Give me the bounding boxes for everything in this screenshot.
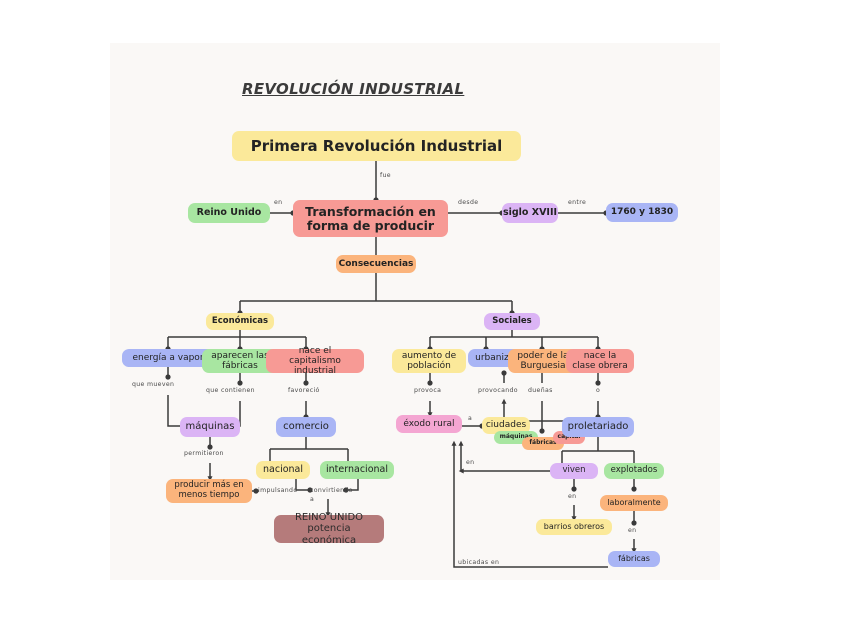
node-consecuencias[interactable]: Consecuencias: [336, 255, 416, 273]
node-internacional[interactable]: internacional: [320, 461, 394, 479]
node-reino-unido-potencia[interactable]: REINO UNIDO potencia económica: [274, 512, 384, 546]
edge-label-desde: desde: [458, 199, 479, 206]
node-nacional[interactable]: nacional: [256, 461, 310, 479]
node-clase-obrera[interactable]: nace la clase obrera: [566, 349, 634, 373]
node-fabricas-final[interactable]: fábricas: [608, 551, 660, 567]
edge-label-impulsando: impulsando: [258, 487, 298, 494]
node-viven[interactable]: viven: [550, 463, 598, 479]
edge-layer: [165, 161, 637, 568]
node-proletariado[interactable]: proletariado: [562, 417, 634, 437]
edge-label-duenas: dueñas: [528, 387, 553, 394]
node-aparecen-fabricas[interactable]: aparecen las fábricas: [202, 349, 278, 373]
edge-label-entre: entre: [568, 199, 587, 206]
edge-label-en-barrios: en: [568, 493, 577, 500]
node-siglo-xviii[interactable]: siglo XVIII: [502, 203, 558, 223]
node-barrios-obreros[interactable]: barrios obreros: [536, 519, 612, 535]
edge-label-a: a: [468, 415, 473, 422]
edge-label-favorecio: favoreció: [288, 387, 320, 394]
concept-map-canvas: REVOLUCIÓN INDUSTRIAL Primera Revolución…: [110, 43, 720, 580]
edge-label-o: o: [596, 387, 601, 394]
node-capitalismo-industrial[interactable]: nace el capitalismo industrial: [266, 346, 364, 376]
node-economicas[interactable]: Económicas: [206, 313, 274, 330]
node-reino-unido[interactable]: Reino Unido: [188, 203, 270, 223]
node-fechas[interactable]: 1760 y 1830: [606, 203, 678, 222]
node-producir-mas[interactable]: producir más en menos tiempo: [166, 479, 252, 503]
edge-label-convirtiendo-a: convirtiendo a: [310, 487, 353, 504]
edge-label-en-viven: en: [466, 459, 475, 466]
edge-label-provocando: provocando: [478, 387, 518, 394]
edge-label-fue: fue: [380, 172, 391, 179]
edge-label-permitieron: permitieron: [184, 450, 224, 457]
node-aumento-poblacion[interactable]: aumento de población: [392, 349, 466, 373]
edge-label-en-fabricas: en: [628, 527, 637, 534]
edge-label-en: en: [274, 199, 283, 206]
node-sociales[interactable]: Sociales: [484, 313, 540, 330]
node-maquinas[interactable]: máquinas: [180, 417, 240, 437]
node-primera-revolucion[interactable]: Primera Revolución Industrial: [232, 131, 521, 161]
page-title: REVOLUCIÓN INDUSTRIAL: [242, 80, 465, 98]
edge-label-provoca: provoca: [414, 387, 442, 394]
node-energia-vapor[interactable]: energía a vapor: [122, 349, 214, 367]
node-laboralmente[interactable]: laboralmente: [600, 495, 668, 511]
edge-label-que-mueven: que mueven: [132, 381, 175, 388]
edge-label-ubicadas-en: ubicadas en: [458, 559, 500, 566]
node-ciudades[interactable]: ciudades: [482, 417, 530, 434]
node-transformacion[interactable]: Transformación en forma de producir: [293, 200, 448, 237]
node-comercio[interactable]: comercio: [276, 417, 336, 437]
node-exodo-rural[interactable]: éxodo rural: [396, 415, 462, 433]
node-explotados[interactable]: explotados: [604, 463, 664, 479]
edge-label-que-contienen: que contienen: [206, 387, 255, 394]
